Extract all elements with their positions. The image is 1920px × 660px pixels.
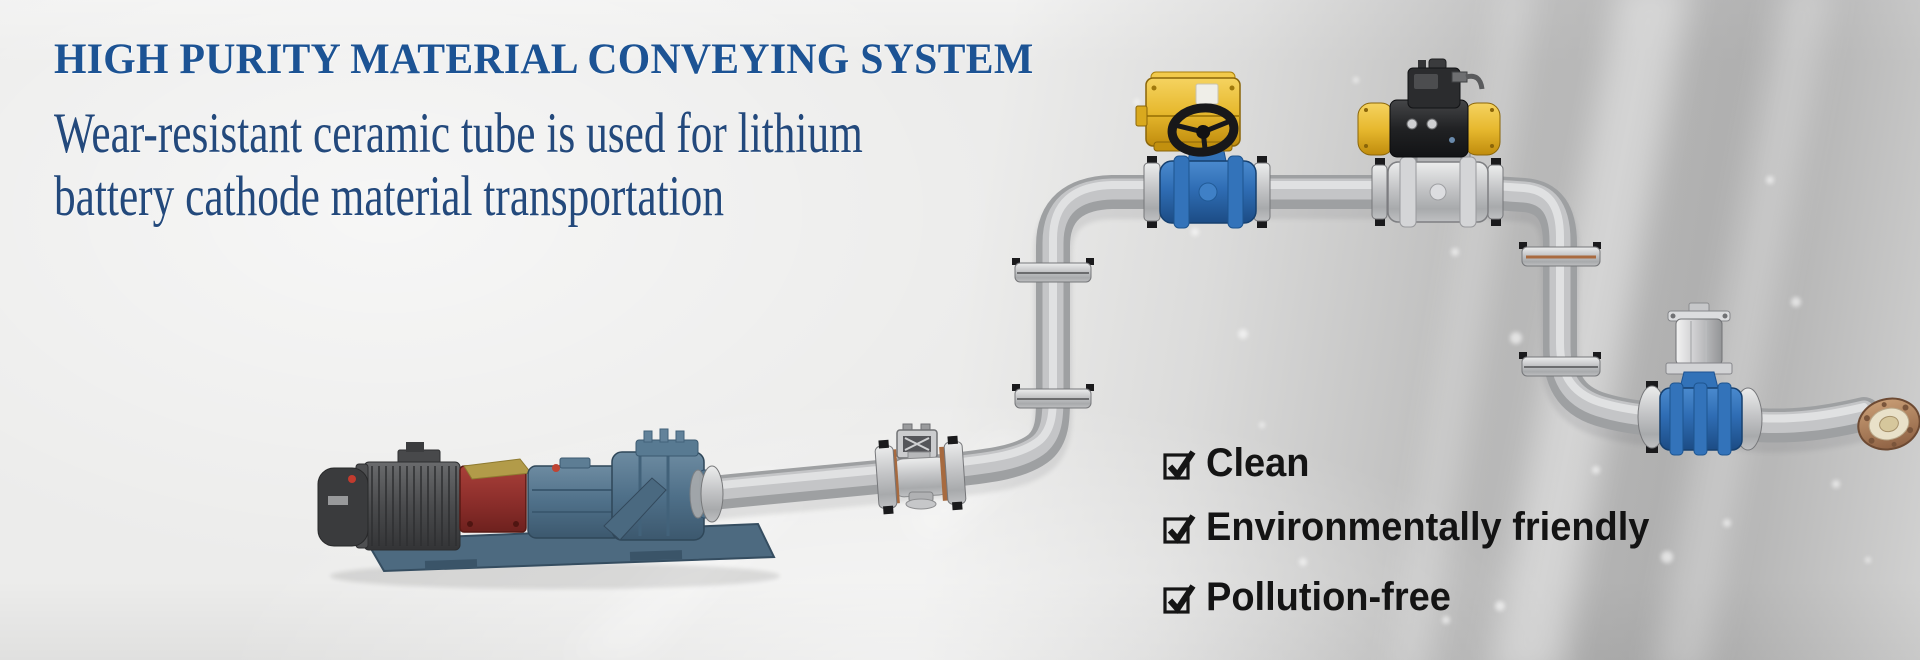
electric-actuator-ball-valve [1135, 71, 1271, 229]
pneumatic-rack-pinion-valve [1357, 58, 1504, 228]
page-title: HIGH PURITY MATERIAL CONVEYING SYSTEM [54, 36, 1034, 83]
feature-item-clean: Clean [1162, 440, 1673, 486]
gear-motor-pump-unit [317, 428, 776, 573]
feature-label: Pollution-free [1206, 575, 1451, 619]
feature-label: Environmentally friendly [1206, 505, 1650, 549]
page-subtitle: Wear-resistant ceramic tube is used for … [54, 102, 863, 228]
subtitle-line-2: battery cathode material transportation [54, 165, 724, 228]
feature-item-environmentally-friendly: Environmentally friendly [1162, 504, 1673, 550]
inline-sight-glass-fitting [874, 423, 967, 515]
bokeh-speckles [1134, 77, 1871, 624]
pneumatic-cylinder [1665, 302, 1733, 375]
riser-flanges [1012, 242, 1601, 409]
solenoid-box [1407, 58, 1485, 109]
feature-list: Clean Environmentally friendly Pollution… [1162, 440, 1673, 620]
handwheel-icon [1167, 103, 1239, 157]
blind-end-flange [1857, 397, 1920, 451]
feature-label: Clean [1206, 441, 1310, 485]
pneumatic-actuator-cylinder [1357, 99, 1501, 158]
pipe-run [685, 175, 1881, 511]
checkbox-checked-icon [1163, 450, 1196, 480]
checkbox-checked-icon [1163, 584, 1196, 614]
cylinder-actuator-ball-valve [1637, 302, 1763, 456]
checkbox-checked-icon [1163, 514, 1196, 544]
headline-block: HIGH PURITY MATERIAL CONVEYING SYSTEM We… [54, 38, 1118, 228]
feature-item-pollution-free: Pollution-free [1162, 574, 1673, 620]
subtitle-line-1: Wear-resistant ceramic tube is used for … [54, 102, 863, 165]
